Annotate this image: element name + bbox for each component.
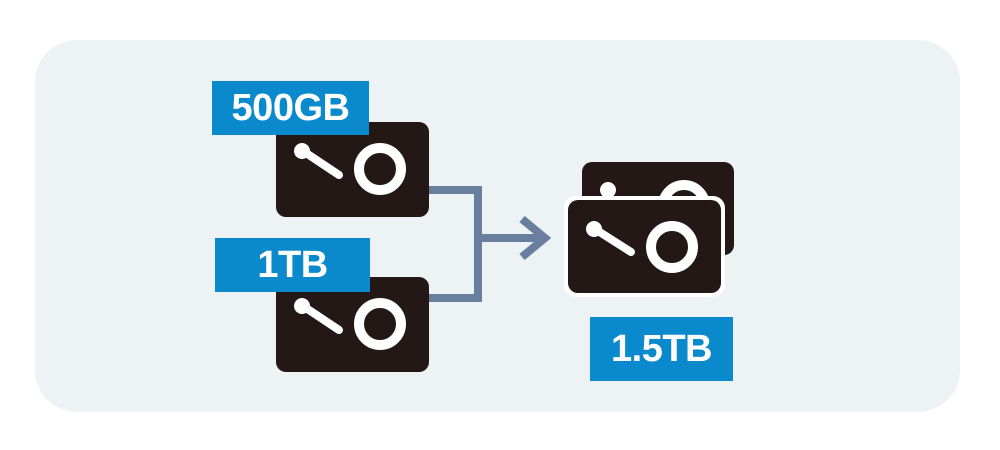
- stacked-hard-drives-icon: [560, 160, 736, 300]
- hard-drive-icon: [276, 277, 429, 372]
- arrow-head-icon: [519, 215, 552, 261]
- hard-drive-icon: [276, 122, 429, 217]
- diagram-panel: [35, 40, 960, 412]
- capacity-label-output: 1.5TB: [590, 317, 733, 381]
- capacity-label-text: 1TB: [257, 244, 328, 286]
- capacity-label-text: 1.5TB: [611, 328, 712, 370]
- connector-line-bottom: [428, 230, 482, 302]
- capacity-label-input-2: 1TB: [215, 238, 370, 292]
- connector-line-top: [428, 186, 482, 230]
- capacity-label-text: 500GB: [231, 87, 350, 129]
- capacity-label-input-1: 500GB: [212, 81, 369, 135]
